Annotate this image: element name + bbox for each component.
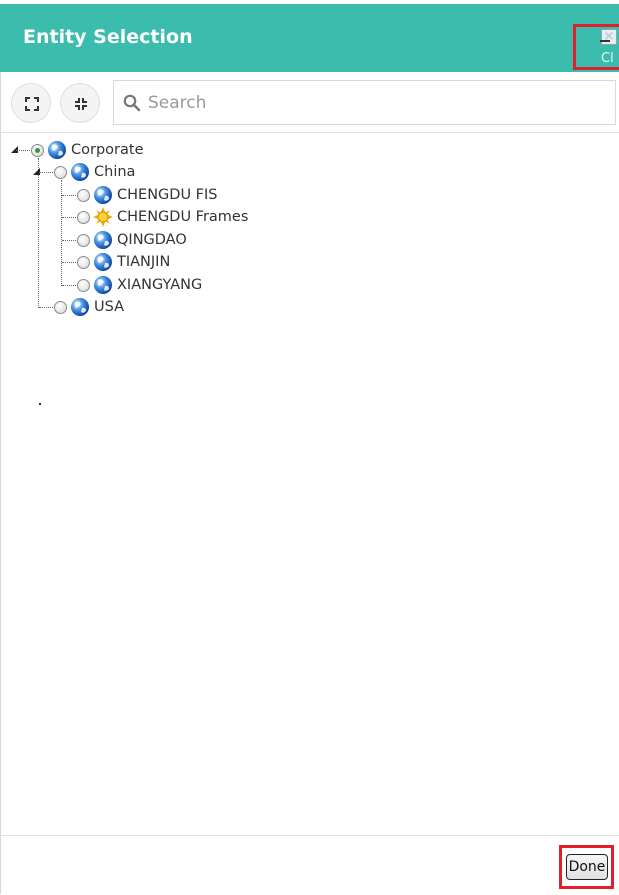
search-input[interactable] bbox=[146, 89, 610, 117]
tree-node-label: CHENGDU FIS bbox=[117, 187, 218, 203]
dialog-title: Entity Selection bbox=[23, 26, 193, 48]
tree-node-chengdu-frames[interactable]: CHENGDU Frames bbox=[77, 206, 248, 228]
expand-icon bbox=[25, 97, 39, 111]
tree-node-tianjin[interactable]: TIANJIN bbox=[77, 251, 170, 273]
tree-connector bbox=[39, 172, 53, 173]
globe-icon bbox=[94, 231, 112, 249]
globe-icon bbox=[71, 163, 89, 181]
tree-connector bbox=[16, 150, 30, 151]
tree-node-label: TIANJIN bbox=[117, 254, 171, 270]
tree-connector bbox=[62, 217, 76, 218]
globe-icon bbox=[94, 276, 112, 294]
dialog-frame bbox=[0, 4, 619, 894]
tree-connector bbox=[62, 240, 76, 241]
entity-tree: Corporate China CHENGDU FIS CHE bbox=[0, 134, 619, 834]
tree-connector bbox=[62, 285, 76, 286]
root-expander[interactable] bbox=[11, 146, 18, 153]
china-expander[interactable] bbox=[33, 168, 40, 175]
tree-node-corporate[interactable]: Corporate bbox=[31, 139, 144, 161]
expand-all-button[interactable] bbox=[11, 83, 51, 123]
dialog-footer bbox=[0, 835, 619, 895]
tree-node-xiangyang[interactable]: XIANGYANG bbox=[77, 274, 202, 296]
tree-node-label: China bbox=[94, 164, 136, 180]
globe-icon bbox=[71, 298, 89, 316]
tree-connector bbox=[62, 262, 76, 263]
close-button[interactable]: × Cl bbox=[573, 24, 619, 70]
tree-connector bbox=[62, 195, 76, 196]
tree-node-label: Corporate bbox=[71, 142, 144, 158]
sun-icon bbox=[93, 207, 113, 227]
done-highlight: Done bbox=[559, 845, 614, 889]
radio-usa[interactable] bbox=[54, 300, 67, 314]
radio-china[interactable] bbox=[54, 165, 67, 179]
radio-chengdu-fis[interactable] bbox=[77, 188, 90, 202]
tree-node-china[interactable]: China bbox=[54, 161, 135, 183]
tree-node-label: USA bbox=[94, 299, 125, 315]
tree-node-label: QINGDAO bbox=[117, 232, 187, 248]
radio-xiangyang[interactable] bbox=[77, 278, 90, 292]
tree-node-chengdu-fis[interactable]: CHENGDU FIS bbox=[77, 184, 217, 206]
dialog-header: Entity Selection bbox=[0, 4, 619, 72]
stray-dot bbox=[39, 403, 41, 405]
tree-node-usa[interactable]: USA bbox=[54, 296, 124, 318]
globe-icon bbox=[94, 253, 112, 271]
globe-icon bbox=[48, 141, 66, 159]
radio-corporate[interactable] bbox=[31, 143, 44, 157]
done-button[interactable]: Done bbox=[566, 854, 608, 880]
search-icon bbox=[123, 94, 141, 112]
tree-connector bbox=[38, 158, 39, 308]
search-box bbox=[113, 80, 616, 125]
close-label: Cl bbox=[601, 51, 614, 66]
tree-node-label: XIANGYANG bbox=[117, 277, 203, 293]
tree-connector bbox=[39, 307, 53, 308]
collapse-all-button[interactable] bbox=[60, 83, 100, 123]
radio-chengdu-frames[interactable] bbox=[77, 210, 90, 224]
toolbar bbox=[0, 72, 619, 133]
close-icon: × bbox=[600, 29, 617, 45]
globe-icon bbox=[94, 186, 112, 204]
radio-qingdao[interactable] bbox=[77, 233, 90, 247]
tree-node-label: CHENGDU Frames bbox=[117, 209, 249, 225]
tree-node-qingdao[interactable]: QINGDAO bbox=[77, 229, 187, 251]
radio-tianjin[interactable] bbox=[77, 255, 90, 269]
collapse-icon bbox=[75, 98, 87, 110]
tree-connector bbox=[61, 180, 62, 286]
